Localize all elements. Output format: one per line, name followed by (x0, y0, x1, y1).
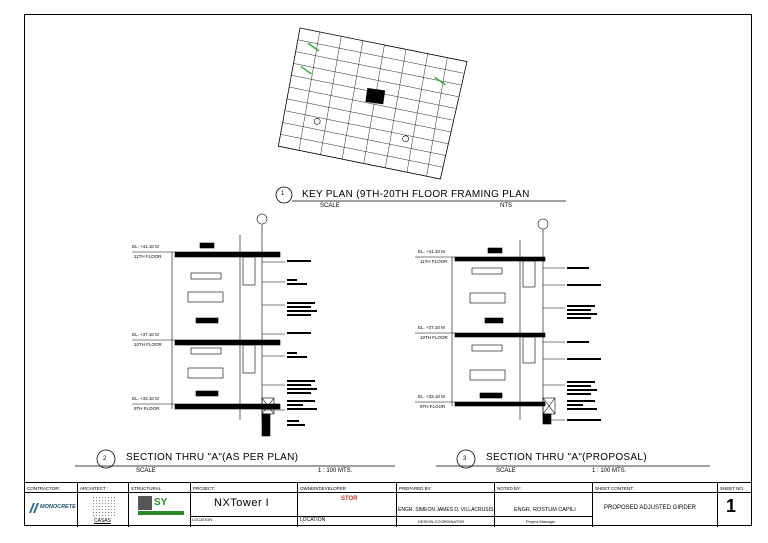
section-3-title: SECTION THRU "A"(PROPOSAL) (486, 452, 647, 463)
section-2-scale-value: 1 : 100 MTS. (318, 468, 353, 474)
level-floor-label: 10TH FLOOR (134, 342, 162, 347)
sheet-content-text: PROPOSED ADJUSTED GIRDER (604, 505, 697, 511)
section-2-scale-label: SCALE (136, 468, 156, 474)
level-floor-label: 11TH FLOOR (134, 254, 162, 259)
level-floor-label: 10TH FLOOR (420, 335, 448, 340)
section-3-number: 3 (463, 456, 467, 462)
owner-logo: STOR (341, 496, 358, 502)
tb-prepared-header: PREPARED BY: (399, 486, 432, 491)
key-plan-number: 1 (281, 191, 285, 197)
tb-sheet-no-header: SHEET NO. (720, 486, 745, 491)
project-name: NXTower I (214, 497, 270, 509)
key-plan-scale-label: SCALE (320, 203, 340, 209)
contractor-logo: MONOCRETE (29, 501, 76, 515)
section-3-scale-value: 1 : 100 MTS. (592, 468, 627, 474)
prepared-by-name: ENGR. SIMEON JAMES D. VILLACRUSIS (398, 507, 494, 513)
level-el-label: EL. +41.10 M (132, 244, 159, 249)
sheet-border (24, 14, 752, 526)
tb-noted-header: NOTED BY: (497, 486, 522, 491)
tb-contractor-header: CONTRACTOR: (27, 486, 60, 491)
tb-architect-header: ARCHITECT : (80, 486, 109, 491)
sheet-number: 1 (726, 496, 737, 516)
structural-logo-bar (138, 511, 184, 515)
architect-logo-icon (92, 496, 116, 516)
section-2-drawing (132, 213, 317, 437)
level-el-label: EL. +33.10 M (132, 396, 159, 401)
section-3-scale-label: SCALE (496, 468, 516, 474)
project-location-label: LOCATION (192, 517, 213, 522)
key-plan-title: KEY PLAN (9TH-20TH FLOOR FRAMING PLAN (302, 189, 530, 200)
noted-by-name: ENGR. ROSTUM CAPILI (514, 507, 576, 513)
tb-structural-header: STRUCTURAL (131, 486, 162, 491)
level-el-label: EL. +41.10 M (418, 249, 445, 254)
title-block: CONTRACTOR: ARCHITECT : STRUCTURAL PROJE… (24, 482, 752, 527)
architect-name: CASAS (94, 518, 111, 524)
owner-location-label: LOCATION (300, 517, 326, 523)
monocrete-mark-icon (29, 503, 39, 513)
level-floor-label: 11TH FLOOR (420, 259, 448, 264)
structural-logo-icon (138, 496, 152, 510)
level-floor-label: 9TH FLOOR (134, 406, 160, 411)
level-el-label: EL. +37.10 M (132, 332, 159, 337)
section-2-number: 2 (103, 456, 107, 462)
structural-logo-text: SY (154, 497, 168, 508)
level-el-label: EL. +33.10 M (418, 394, 445, 399)
tb-owner-header: OWNER/DEVELOPER (300, 486, 347, 491)
contractor-name: MONOCRETE (40, 504, 76, 510)
key-plan-drawing (277, 27, 468, 180)
section-2-title: SECTION THRU "A"(AS PER PLAN) (126, 452, 299, 463)
level-floor-label: 9TH FLOOR (420, 404, 446, 409)
prepared-by-role: DESIGN COORDINATOR (418, 519, 465, 524)
tb-sheet-content-header: SHEET CONTENT: (595, 486, 634, 491)
key-plan-scale-value: NTS (500, 203, 512, 209)
section-3-drawing (415, 218, 601, 425)
tb-project-header: PROJECT: (193, 486, 215, 491)
level-el-label: EL. +37.10 M (418, 325, 445, 330)
noted-by-role: Project Manager (526, 519, 556, 524)
